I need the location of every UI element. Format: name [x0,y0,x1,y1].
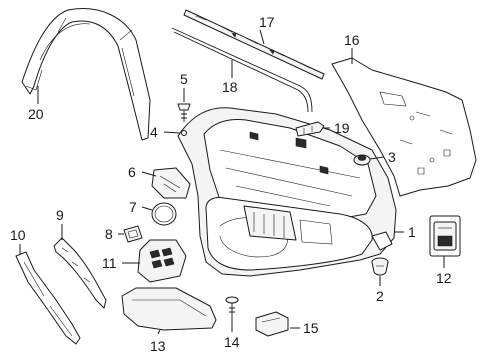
callout-12: 12 [436,270,452,286]
callout-16: 16 [344,32,360,48]
part-8-switch-bezel [123,225,143,243]
part-7-speaker-ring [151,202,177,226]
callout-14: 14 [224,334,240,350]
part-18-moulding [171,27,313,113]
part-3-grommet [353,154,371,166]
part-4-screw [181,130,187,136]
part-6-speaker-bracket [151,167,191,199]
part-5-clip [177,103,191,122]
callout-2: 2 [376,288,384,304]
part-14-screw [225,296,239,318]
part-1-door-trim-panel [177,107,397,277]
leader-7 [141,206,153,211]
callout-labels: 20 17 18 16 5 4 19 3 6 7 8 9 10 11 13 14… [10,14,452,354]
callout-11: 11 [102,255,117,271]
leader-6 [141,171,157,177]
part-12-handle-module [429,215,461,257]
part-19-bracket [295,121,325,137]
leader-lines [19,29,445,335]
part-20-frame-trim [21,8,151,141]
part-16-insulation-panel [331,57,477,197]
callout-8: 8 [105,226,113,242]
callout-5: 5 [180,71,188,87]
part-15-lamp [255,311,289,337]
leader-3 [369,156,385,160]
callout-7: 7 [129,199,137,215]
leader-17 [259,29,265,45]
callout-4: 4 [150,124,158,140]
callout-17: 17 [259,14,275,30]
part-10-trim-strip [15,251,81,345]
callout-6: 6 [128,164,136,180]
callout-10: 10 [10,227,26,243]
part-17-seal-strip [183,9,325,80]
part-11-switch-panel [137,239,187,283]
callout-9: 9 [56,207,64,223]
callout-3: 3 [388,149,396,165]
leader-13 [157,329,161,335]
part-2-bumper [371,257,389,276]
callout-19: 19 [334,120,350,136]
part-9-armrest-trim [53,237,107,309]
callout-1: 1 [408,224,416,240]
leader-4 [163,131,181,134]
callout-18: 18 [222,79,238,95]
part-13-armrest-pad [121,287,217,331]
callout-15: 15 [303,320,319,336]
callout-13: 13 [150,338,166,354]
callout-20: 20 [28,106,44,122]
